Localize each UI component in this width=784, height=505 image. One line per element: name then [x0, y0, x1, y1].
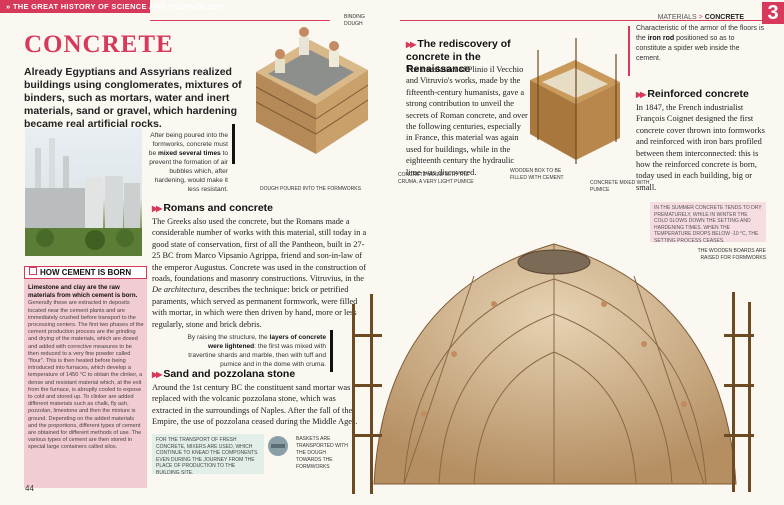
reinforced-heading: ▶▶Reinforced concrete — [636, 88, 749, 100]
armor-rule — [628, 26, 630, 76]
sand-heading: ▶▶Sand and pozzolana stone — [152, 368, 296, 380]
note-transport: FOR THE TRANSPORT OF FRESH CONCRETE, MIX… — [152, 434, 264, 476]
note-baskets: BASKETS ARE TRANSPORTED WITH THE DOUGH T… — [296, 436, 348, 470]
renaissance-heading: ▶▶The rediscovery of concrete in the Ren… — [406, 38, 511, 75]
label-wooden-box: WOODEN BOX TO BE FILLED WITH CEMENT — [510, 168, 564, 181]
reinforced-text: In 1847, the French industrialist Franço… — [636, 103, 765, 192]
romans-heading: ▶▶Romans and concrete — [152, 202, 274, 214]
label-wooden-boards: THE WOODEN BOARDS ARE RAISED FOR FORMWOR… — [697, 248, 766, 261]
chapter-number: 3 — [762, 2, 784, 24]
note-summer: IN THE SUMMER CONCRETE TENDS TO DRY PREM… — [650, 202, 766, 244]
armor-note: Characteristic of the armor of the floor… — [636, 25, 764, 62]
how-cement-box — [24, 266, 147, 488]
concrete-pouring-illustration — [246, 12, 374, 162]
sand-text: Around the 1st century BC the constituen… — [152, 383, 358, 427]
how-cement-heading: HOW CEMENT IS BORN — [24, 266, 147, 279]
book-title: » THE GREAT HISTORY OF SCIENCE AND TECHN… — [6, 2, 225, 11]
label-concrete-pumice: CONCRETE MIXED WITH PUMICE — [590, 180, 650, 193]
page-number: 44 — [25, 484, 34, 493]
label-binding-dough: BINDING DOUGH — [344, 14, 365, 27]
header-rule-left — [150, 20, 330, 21]
callout-bracket — [232, 124, 235, 164]
page-title: CONCRETE — [24, 31, 174, 58]
romans-text: The Greeks also used the concrete, but t… — [152, 217, 367, 329]
callout-layers: By raising the structure, the layers of … — [187, 334, 326, 368]
wooden-formwork-illustration — [520, 30, 628, 170]
label-concrete-cruma: CONCRETE MIXED WITH THE CRUMA, A VERY LI… — [398, 172, 474, 185]
renaissance-text: The translation of Plinio il Vecchio and… — [406, 65, 528, 177]
header-rule-right — [400, 20, 762, 21]
pantheon-dome-illustration — [344, 184, 764, 500]
cement-plant-photo — [25, 128, 142, 256]
label-dough-poured: DOUGH POURED INTO THE FORMWORKS — [260, 186, 361, 192]
header-band — [0, 0, 150, 13]
mixer-icon — [266, 434, 290, 458]
callout-mixing: After being poured into the formworks, c… — [148, 132, 228, 193]
intro-text: Already Egyptians and Assyrians realized… — [24, 66, 242, 130]
callout-bracket-2 — [330, 330, 333, 372]
how-cement-text: Limestone and clay are the raw materials… — [28, 284, 144, 451]
section-breadcrumb: MATERIALS > CONCRETE — [657, 14, 744, 21]
